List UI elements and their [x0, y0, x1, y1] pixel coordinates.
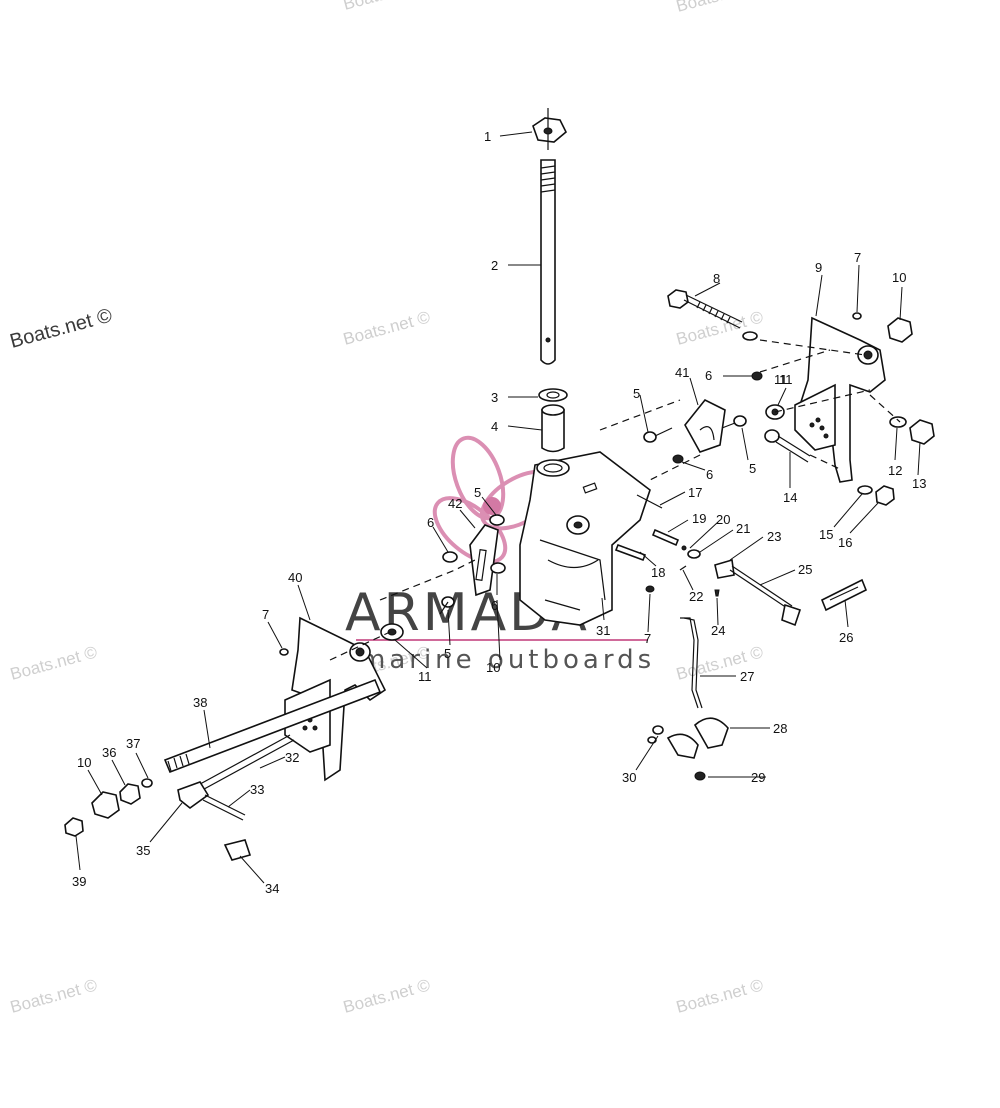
callout-label: 5 — [633, 386, 640, 401]
callout-label: 26 — [839, 630, 853, 645]
callout-label: 31 — [596, 623, 610, 638]
part-38-tilt-tube — [163, 678, 382, 774]
callout-label: 42 — [448, 496, 462, 511]
callout-label: 23 — [767, 529, 781, 544]
watermark-text: Boats.net © — [341, 0, 432, 14]
callout-label: 11 — [774, 372, 788, 387]
callout-label: 20 — [716, 512, 730, 527]
watermark-text: Boats.net © — [341, 975, 432, 1017]
callout-label: 13 — [912, 476, 926, 491]
part-28-blocks — [666, 717, 729, 759]
callout-label: 22 — [689, 589, 703, 604]
callout-label: 6 — [705, 368, 712, 383]
watermark-text: Boats.net © — [674, 975, 765, 1017]
callout-label: 37 — [126, 736, 140, 751]
callout-label: 27 — [740, 669, 754, 684]
callout-label: 25 — [798, 562, 812, 577]
part-4-bushing — [541, 409, 565, 453]
watermark-text: Boats.net © — [8, 975, 99, 1017]
callout-label: 10 — [77, 755, 91, 770]
callout-label: 9 — [815, 260, 822, 275]
callout-label: 10 — [486, 660, 500, 675]
callout-label: 11 — [418, 669, 432, 684]
callout-label: 5 — [444, 646, 451, 661]
part-26-plate — [820, 578, 868, 612]
callout-label: 10 — [892, 270, 906, 285]
callout-label: 33 — [250, 782, 264, 797]
callout-label: 38 — [193, 695, 207, 710]
callout-label: 28 — [773, 721, 787, 736]
callout-label: 18 — [651, 565, 665, 580]
leader-lines — [75, 131, 921, 884]
callout-label: 7 — [262, 607, 269, 622]
callout-label: 3 — [491, 390, 498, 405]
callout-label: 2 — [491, 258, 498, 273]
assembly-lines — [329, 339, 901, 661]
callout-label: 30 — [622, 770, 636, 785]
callout-label: 39 — [72, 874, 86, 889]
part-3-washer — [538, 388, 568, 402]
callout-label: 1 — [484, 129, 491, 144]
callout-label: 40 — [288, 570, 302, 585]
brand-tagline: marine outboards — [360, 645, 655, 675]
callout-label: 19 — [692, 511, 706, 526]
callout-label: 32 — [285, 750, 299, 765]
callout-label: 21 — [736, 521, 750, 536]
callout-label: 6 — [427, 515, 434, 530]
callout-label: 6 — [491, 598, 498, 613]
callout-label: 41 — [675, 365, 689, 380]
callout-label: 7 — [854, 250, 861, 265]
watermark-text: Boats.net © — [341, 307, 432, 349]
callout-label: 17 — [688, 485, 702, 500]
callout-label: 34 — [265, 881, 279, 896]
part-9-clamp-bracket — [794, 316, 886, 483]
callout-label: 7 — [644, 631, 651, 646]
callout-label: 8 — [713, 271, 720, 286]
callout-label: 4 — [491, 419, 498, 434]
callout-label: 15 — [819, 527, 833, 542]
callout-label: 5 — [749, 461, 756, 476]
callout-label: 24 — [711, 623, 725, 638]
part-8-bolt — [667, 289, 743, 329]
callout-numbers: 1 2 3 4 5 5 5 6 6 6 7 7 7 8 9 10 10 10 1… — [72, 129, 926, 896]
part-2-shaft — [540, 159, 556, 365]
callout-label: 11 — [779, 372, 793, 387]
watermark-text: Boats.net © — [8, 304, 115, 352]
watermark-text: Boats.net © — [8, 642, 99, 684]
watermark-text: Boats.net © — [674, 307, 765, 349]
callout-label: 12 — [888, 463, 902, 478]
callout-label: 16 — [838, 535, 852, 550]
part-14-bolt — [764, 429, 811, 463]
callout-label: 36 — [102, 745, 116, 760]
callout-label: 14 — [783, 490, 797, 505]
watermark-text: Boats.net © — [674, 0, 765, 16]
part-35-lever — [177, 781, 210, 810]
parts-drawing — [64, 108, 935, 861]
part-41-plate — [684, 398, 726, 453]
callout-label: 5 — [474, 485, 481, 500]
watermarks: Boats.net © Boats.net © Boats.net © Boat… — [8, 0, 766, 1017]
callout-label: 6 — [706, 467, 713, 482]
part-42-link — [469, 524, 499, 597]
part-34-clip — [223, 839, 252, 861]
callout-label: 35 — [136, 843, 150, 858]
callout-label: 29 — [751, 770, 765, 785]
part-31-swivel-bracket — [519, 451, 651, 626]
